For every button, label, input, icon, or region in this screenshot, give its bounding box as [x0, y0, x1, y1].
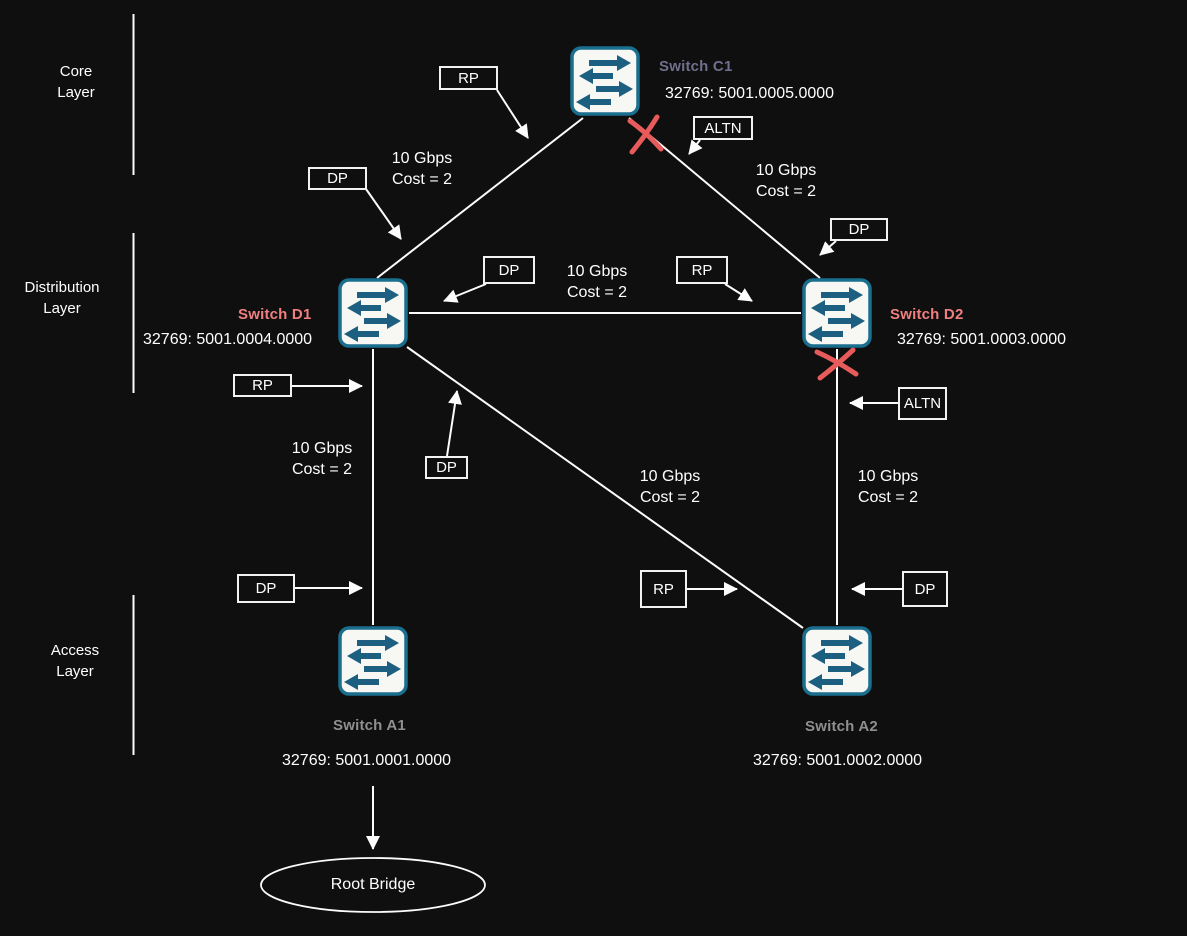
switch-a1-bridge-id: 32769: 5001.0001.0000: [282, 752, 452, 769]
layer-label-access-line1: Access: [50, 642, 100, 659]
link-label-d1-a1: 10 Gbps Cost = 2: [292, 438, 352, 480]
layer-label-core-line1: Core: [59, 63, 93, 80]
blocked-link-marks: [627, 114, 859, 381]
port-label-altn-c1: ALTN: [693, 116, 753, 140]
link-label-d2-a2-bandwidth: 10 Gbps: [857, 468, 919, 485]
link-label-d1-d2: 10 Gbps Cost = 2: [567, 261, 627, 303]
arrow-altn-c1: [688, 139, 703, 155]
switch-d1-icon: [338, 278, 408, 348]
switch-d1-bridge-id: 32769: 5001.0004.0000: [143, 331, 313, 348]
network-links: [366, 117, 838, 850]
switch-c1-icon: [570, 46, 640, 116]
switch-a1-icon: [338, 626, 408, 696]
switch-d2-bridge-id: 32769: 5001.0003.0000: [897, 331, 1067, 348]
switch-a2-icon: [802, 626, 872, 696]
link-label-d1-a2-cost: Cost = 2: [639, 489, 701, 506]
link-label-d2-a2: 10 Gbps Cost = 2: [858, 466, 918, 508]
port-label-dp-d1-a2-link: DP: [425, 456, 468, 479]
layer-label-core: Core Layer: [20, 61, 132, 103]
port-label-dp-a2-vertical: DP: [902, 571, 948, 607]
link-label-d1-a2: 10 Gbps Cost = 2: [640, 466, 700, 508]
port-label-altn-d2-a2-link: ALTN: [898, 387, 947, 420]
port-label-dp-d1-uplink: DP: [308, 167, 367, 190]
layer-label-distribution: Distribution Layer: [4, 277, 120, 319]
layer-label-core-line2: Layer: [57, 84, 95, 101]
port-label-rp-a2-diagonal: RP: [640, 570, 687, 608]
link-label-d1-a2-bandwidth: 10 Gbps: [639, 468, 701, 485]
arrow-rp-c1: [496, 89, 529, 139]
link-label-d1-d2-bandwidth: 10 Gbps: [566, 263, 628, 280]
layer-label-access-line2: Layer: [56, 663, 94, 680]
link-c1-d1: [376, 117, 584, 279]
switch-a1-name: Switch A1: [333, 717, 406, 734]
link-label-c1-d1-bandwidth: 10 Gbps: [391, 150, 453, 167]
link-label-c1-d2: 10 Gbps Cost = 2: [756, 160, 816, 202]
port-label-rp-d1-a1-link: RP: [233, 374, 292, 397]
switch-c1-name: Switch C1: [659, 58, 733, 75]
link-label-d2-a2-cost: Cost = 2: [857, 489, 919, 506]
port-label-dp-d1-d2-link: DP: [483, 256, 535, 284]
blocked-x-c1-d2: [627, 114, 664, 155]
switch-d2-name: Switch D2: [890, 306, 964, 323]
port-label-dp-a1-uplink: DP: [237, 574, 295, 603]
arrow-dp-d1-horizontal: [443, 283, 487, 303]
port-label-rp-c1-d1-link: RP: [439, 66, 498, 90]
root-bridge-ellipse: [260, 857, 486, 913]
port-label-rp-d2-d1-link: RP: [676, 256, 728, 284]
switch-a2-bridge-id: 32769: 5001.0002.0000: [753, 752, 923, 769]
root-bridge-label: Root Bridge: [330, 876, 416, 893]
layer-label-access: Access Layer: [19, 640, 131, 682]
arrow-dp-d1-uplink: [365, 188, 402, 240]
layer-label-distribution-line2: Layer: [43, 300, 81, 317]
link-label-c1-d2-bandwidth: 10 Gbps: [755, 162, 817, 179]
arrow-rp-d2-horizontal: [724, 283, 753, 302]
link-label-c1-d1: 10 Gbps Cost = 2: [392, 148, 452, 190]
link-d1-a2: [406, 346, 804, 629]
link-c1-d2: [628, 117, 821, 279]
switch-d1-name: Switch D1: [238, 306, 312, 323]
link-label-d1-a1-cost: Cost = 2: [291, 461, 353, 478]
arrow-dp-d1-diagonal: [446, 390, 462, 457]
switch-a2-name: Switch A2: [805, 718, 878, 735]
link-label-c1-d1-cost: Cost = 2: [391, 171, 453, 188]
link-label-d1-a1-bandwidth: 10 Gbps: [291, 440, 353, 457]
arrow-dp-d2-uplink: [819, 240, 837, 256]
blocked-x-d2-a2: [814, 347, 859, 381]
layer-label-distribution-line1: Distribution: [24, 279, 100, 296]
switch-d2-icon: [802, 278, 872, 348]
link-label-c1-d2-cost: Cost = 2: [755, 183, 817, 200]
switch-c1-bridge-id: 32769: 5001.0005.0000: [665, 85, 835, 102]
port-label-arrows: [292, 89, 902, 596]
port-label-dp-d2-uplink: DP: [830, 218, 888, 241]
link-label-d1-d2-cost: Cost = 2: [566, 284, 628, 301]
